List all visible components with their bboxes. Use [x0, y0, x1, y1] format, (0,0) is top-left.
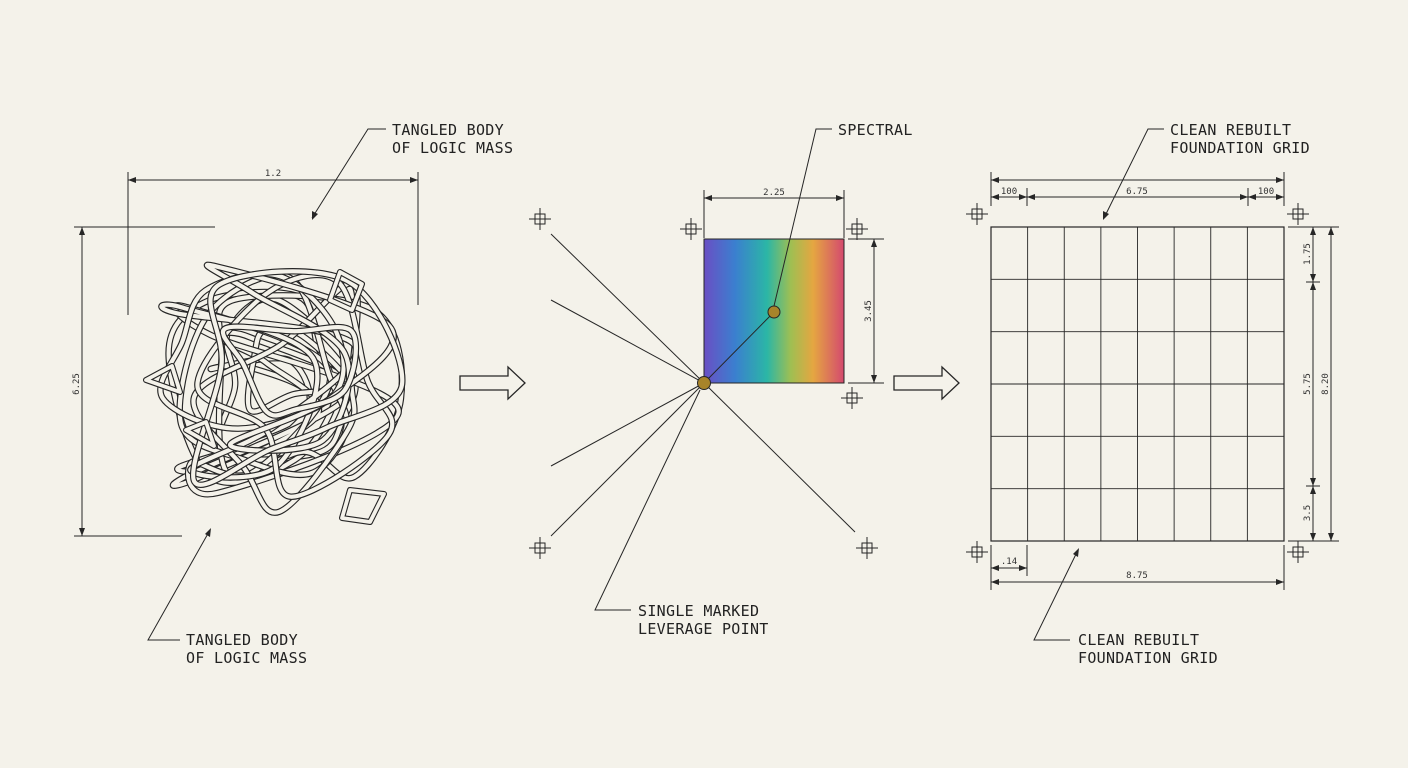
crosshair-mark	[856, 537, 878, 559]
dim-bottom-small: .14	[1001, 557, 1017, 567]
crosshair-mark	[529, 537, 551, 559]
crosshair-mark	[680, 218, 702, 240]
crosshair-mark	[966, 203, 988, 225]
label-grid-bottom-line1: CLEAN REBUILT	[1078, 631, 1199, 649]
leverage-point	[697, 376, 711, 390]
width-dimension: 1.2	[127, 169, 419, 315]
knot-strand-fill	[216, 293, 404, 481]
label-top-line2: OF LOGIC MASS	[392, 139, 513, 157]
knot-strand-fill	[220, 324, 358, 418]
dim-right-2: 5.75	[1303, 373, 1313, 395]
crosshair-mark	[1287, 203, 1309, 225]
label-spectral: SPECTRAL	[838, 121, 913, 139]
width-dimension-label: 1.2	[265, 169, 281, 179]
dim-top-right: 100	[1258, 187, 1274, 197]
callout-top: TANGLED BODY OF LOGIC MASS	[311, 121, 513, 220]
registration-marks-2	[529, 208, 878, 559]
spectral-width-label: 2.25	[763, 188, 785, 198]
grid-top-dimensions: 100 6.75 100	[990, 172, 1285, 206]
knot-strand-fill	[214, 296, 358, 462]
callout-bottom: TANGLED BODY OF LOGIC MASS	[147, 528, 307, 667]
spectral-height-dimension: 3.45	[848, 238, 884, 384]
panel-foundation-grid: 100 6.75 100 .14 8.75	[966, 121, 1339, 667]
crosshair-mark	[846, 218, 868, 240]
dim-bottom: 8.75	[1126, 571, 1148, 581]
dim-right-1: 1.75	[1303, 243, 1313, 265]
crosshair-mark	[529, 208, 551, 230]
crosshair-mark	[1287, 541, 1309, 563]
label-top-line1: TANGLED BODY	[392, 121, 504, 139]
label-grid-bottom-line2: FOUNDATION GRID	[1078, 649, 1218, 667]
height-dimension: 6.25	[72, 226, 215, 537]
tangled-knot	[143, 261, 406, 525]
knot-strand-fill	[158, 271, 346, 431]
dim-top-left: 100	[1001, 187, 1017, 197]
dim-right-total: 8.20	[1321, 373, 1331, 395]
spectral-point	[767, 305, 781, 319]
callout-spectral: SPECTRAL	[773, 121, 913, 307]
flow-arrow-1	[459, 365, 526, 401]
panel-tangled-mass: 1.2 6.25 TANGLED BODY OF LOGIC MASS TANG…	[72, 121, 513, 667]
crosshair-mark	[841, 387, 863, 409]
label-grid-top-line1: CLEAN REBUILT	[1170, 121, 1291, 139]
registration-marks-3	[966, 203, 1309, 563]
knot-strand-fill	[191, 269, 405, 487]
callout-leverage: SINGLE MARKED LEVERAGE POINT	[594, 389, 769, 638]
grid-bottom-dimensions: .14 8.75	[990, 545, 1285, 590]
grid-right-dimensions: 1.75 5.75 3.5 8.20	[1288, 226, 1339, 542]
leverage-rays	[550, 233, 856, 537]
knot-fragment-fill	[184, 420, 216, 448]
knot-fragment-fill	[144, 364, 182, 394]
dim-right-3: 3.5	[1303, 505, 1313, 521]
callout-grid-top: CLEAN REBUILT FOUNDATION GRID	[1103, 121, 1310, 220]
flow-arrow-2	[893, 365, 960, 401]
knot-fragment-fill	[328, 270, 364, 312]
spectral-height-label: 3.45	[864, 300, 874, 322]
dim-top-mid: 6.75	[1126, 187, 1148, 197]
panel-spectral: 2.25 3.45 SPECTRAL SINGLE MARKED LEVERAG…	[529, 121, 913, 638]
height-dimension-label: 6.25	[72, 373, 82, 395]
label-leverage-line2: LEVERAGE POINT	[638, 620, 769, 638]
foundation-grid	[990, 226, 1285, 542]
spectral-width-dimension: 2.25	[703, 188, 845, 238]
callout-grid-bottom: CLEAN REBUILT FOUNDATION GRID	[1033, 548, 1218, 667]
label-bottom-line2: OF LOGIC MASS	[186, 649, 307, 667]
crosshair-mark	[966, 541, 988, 563]
label-grid-top-line2: FOUNDATION GRID	[1170, 139, 1310, 157]
label-leverage-line1: SINGLE MARKED	[638, 602, 759, 620]
knot-fragment-fill	[340, 488, 386, 524]
inner-leader-line	[703, 311, 775, 384]
label-bottom-line1: TANGLED BODY	[186, 631, 298, 649]
